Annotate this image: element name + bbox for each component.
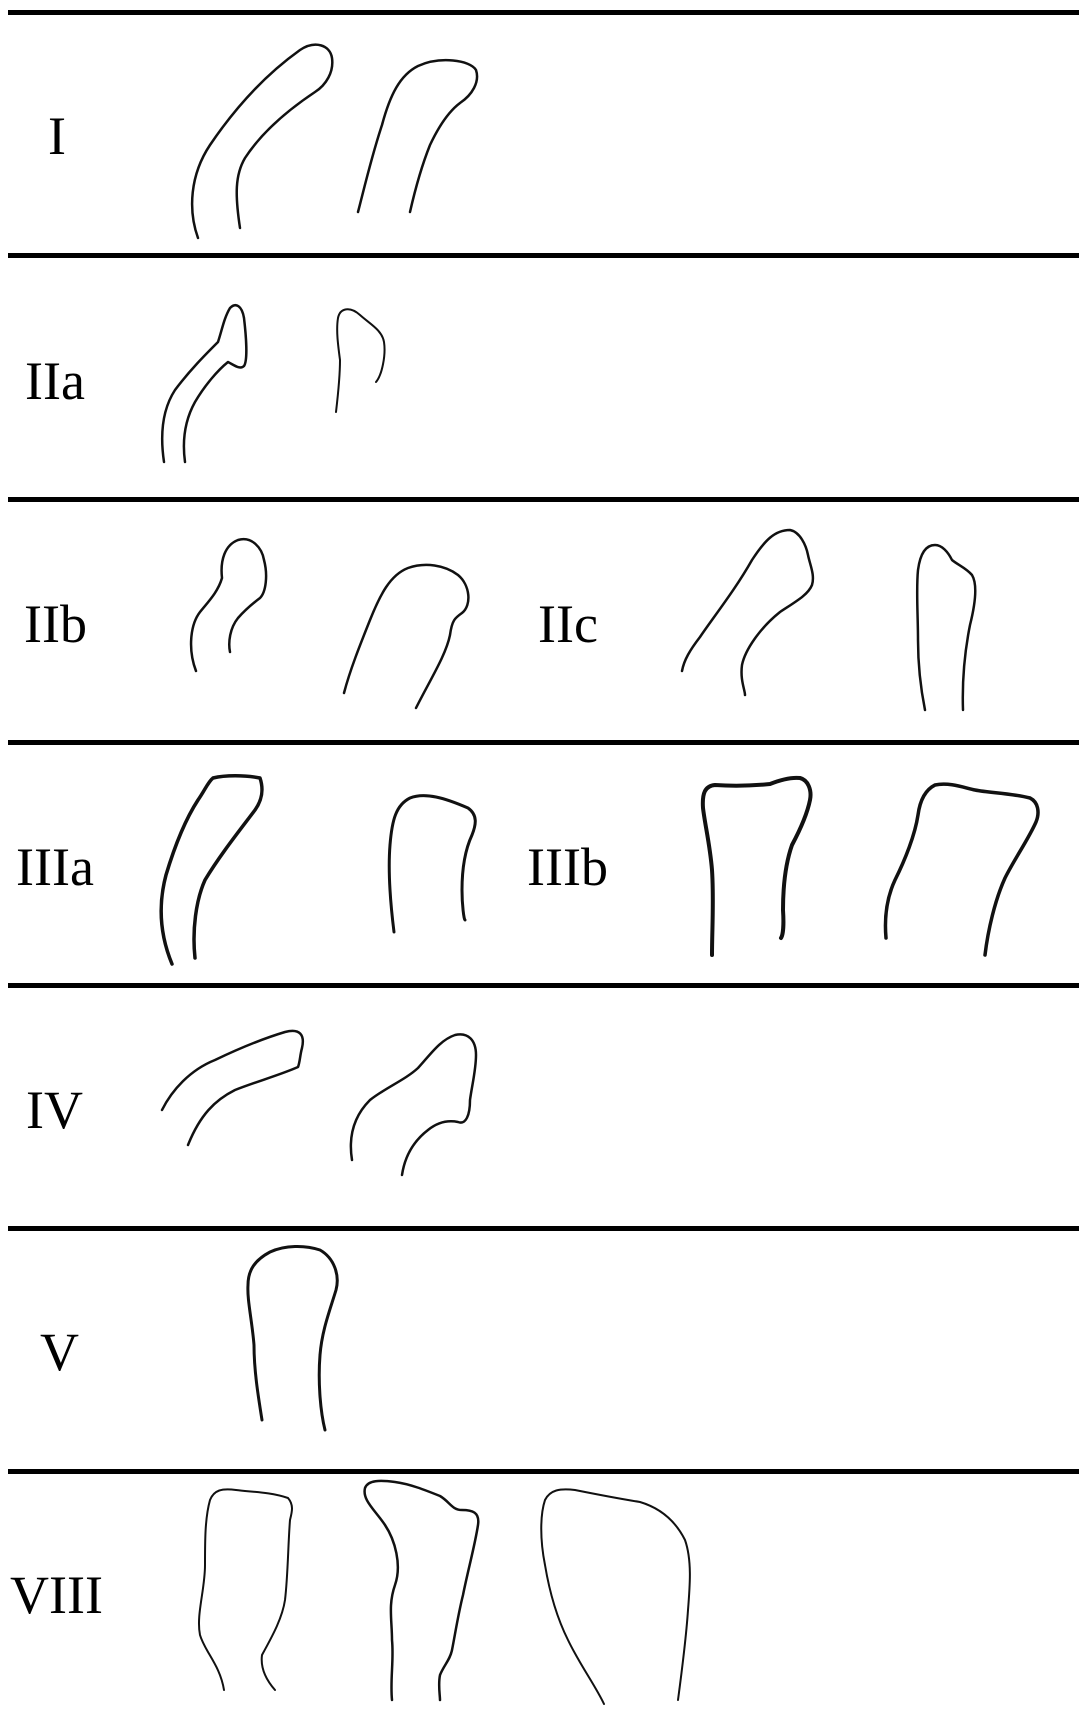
outline-VIII-1 — [198, 1488, 293, 1691]
outline-I-1 — [190, 43, 334, 240]
divider-5 — [8, 1226, 1079, 1231]
outline-I-2 — [356, 59, 479, 214]
label-IV: IV — [26, 1080, 83, 1140]
label-I: I — [48, 106, 66, 166]
label-IIIa: IIIa — [16, 837, 94, 897]
divider-6 — [8, 1469, 1079, 1474]
divider-top — [8, 10, 1079, 15]
divider-4 — [8, 983, 1079, 988]
label-IIIb: IIIb — [527, 837, 608, 897]
divider-1 — [8, 253, 1079, 258]
label-IIa: IIa — [25, 351, 85, 411]
outline-V-1 — [246, 1245, 339, 1432]
label-IIb: IIb — [24, 594, 87, 654]
outline-IIIb-2 — [883, 782, 1040, 957]
outline-VIII-2 — [363, 1479, 480, 1702]
label-V: V — [40, 1322, 79, 1382]
label-VIII: VIII — [10, 1565, 103, 1625]
label-IIc: IIc — [538, 594, 598, 654]
outline-IIc-2 — [915, 543, 977, 712]
divider-3 — [8, 740, 1079, 745]
divider-2 — [8, 497, 1079, 502]
outline-IIc-1 — [680, 528, 815, 697]
outline-IIIa-1 — [159, 774, 264, 966]
outline-IIb-2 — [342, 563, 470, 710]
outline-IIIb-1 — [700, 775, 813, 957]
outline-IV-1 — [160, 1029, 304, 1147]
outline-VIII-3 — [540, 1488, 691, 1705]
outline-IIa-2 — [335, 308, 386, 413]
outline-IIa-1 — [160, 304, 248, 464]
outline-IIb-1 — [189, 537, 268, 673]
outline-IV-2 — [349, 1033, 478, 1177]
outline-IIIa-2 — [387, 794, 477, 934]
